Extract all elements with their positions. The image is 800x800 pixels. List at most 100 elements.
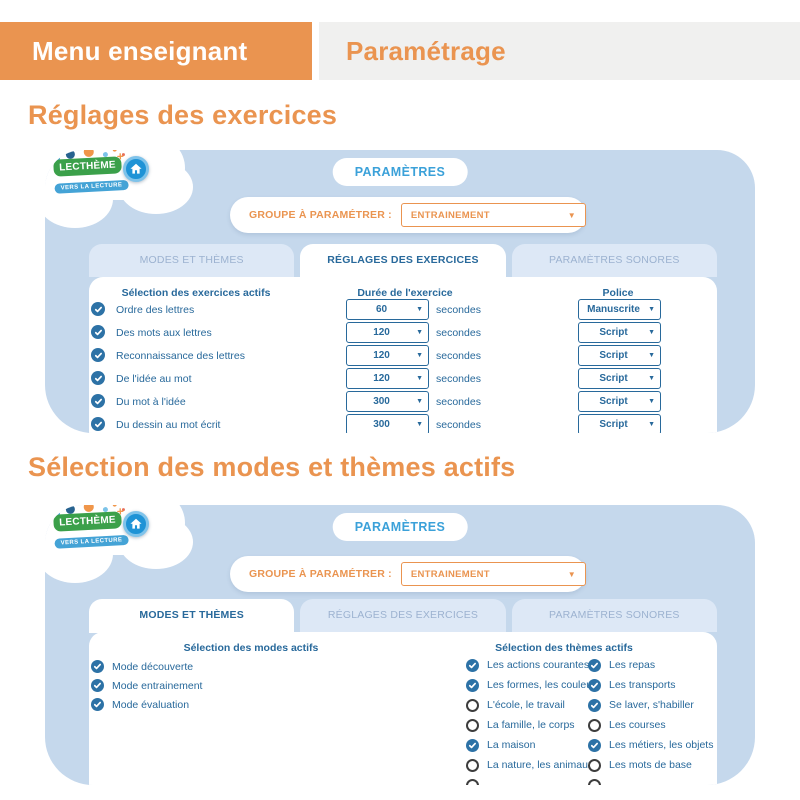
checkbox-checked-icon[interactable] bbox=[91, 417, 105, 431]
logo-title: LECTHÈME+ bbox=[53, 150, 124, 177]
font-select[interactable]: Script ▼ bbox=[578, 322, 661, 343]
checkbox-label: La nature, les animaux bbox=[487, 759, 594, 771]
group-selector: GROUPE À PARAMÉTRER : ENTRAINEMENT ▼ bbox=[230, 197, 586, 233]
tab-menu-enseignant[interactable]: Menu enseignant bbox=[0, 22, 312, 80]
checkbox-checked-icon[interactable] bbox=[91, 371, 105, 385]
home-button[interactable] bbox=[123, 511, 149, 537]
checkbox-checked-icon[interactable] bbox=[466, 658, 479, 672]
checkbox-unchecked-icon[interactable] bbox=[588, 718, 601, 732]
checkbox-label: Les métiers, les objets bbox=[609, 739, 714, 751]
group-select-value: ENTRAINEMENT bbox=[410, 209, 490, 221]
logo-title: LECTHÈME+ bbox=[53, 505, 124, 532]
checkbox-label: Les repas bbox=[609, 659, 656, 671]
checkbox-label: Mode découverte bbox=[112, 660, 194, 673]
group-selector: GROUPE À PARAMÉTRER : ENTRAINEMENT ▼ bbox=[230, 556, 586, 592]
checkbox-item[interactable]: Mode découverte bbox=[91, 657, 202, 676]
checkbox-label: L'école, le travail bbox=[487, 699, 565, 711]
logo-plus: + bbox=[116, 150, 125, 164]
checkbox-item[interactable]: Mode évaluation bbox=[91, 695, 202, 714]
exercise-row: Ordre des lettres 60 ▼ secondes Manuscri… bbox=[89, 298, 717, 321]
checkbox-checked-icon[interactable] bbox=[91, 325, 105, 339]
font-select[interactable]: Script ▼ bbox=[578, 345, 661, 366]
checkbox-item[interactable]: Les mots de base bbox=[588, 755, 713, 775]
font-select[interactable]: Script ▼ bbox=[578, 368, 661, 389]
checkbox-checked-icon[interactable] bbox=[91, 302, 105, 316]
exercise-row: Du mot à l'idée 300 ▼ secondes Script ▼ bbox=[89, 390, 717, 413]
duration-value: 300 bbox=[373, 396, 390, 407]
checkbox-checked-icon[interactable] bbox=[91, 348, 105, 362]
checkbox-label: Mode évaluation bbox=[112, 698, 190, 711]
checkbox-unchecked-icon[interactable] bbox=[588, 758, 601, 772]
seconds-label: secondes bbox=[436, 373, 481, 385]
checkbox-item[interactable]: Se laver, s'habiller bbox=[588, 695, 713, 715]
checkbox-checked-icon[interactable] bbox=[588, 698, 601, 712]
exercise-label: Reconnaissance des lettres bbox=[116, 350, 245, 362]
checkbox-item[interactable]: Les actions courantes bbox=[466, 655, 601, 675]
column-header-exercises: Sélection des exercices actifs bbox=[121, 287, 271, 299]
checkbox-checked-icon[interactable] bbox=[588, 658, 601, 672]
exercises-card: Sélection des exercices actifs Durée de … bbox=[89, 277, 717, 433]
checkbox-checked-icon[interactable] bbox=[466, 678, 479, 692]
checkbox-item[interactable]: La nature, les animaux bbox=[466, 755, 601, 775]
checkbox-checked-icon[interactable] bbox=[91, 679, 104, 692]
checkbox-item[interactable]: Les métiers, les objets bbox=[588, 735, 713, 755]
chevron-down-icon: ▼ bbox=[648, 421, 655, 428]
checkbox-checked-icon[interactable] bbox=[91, 698, 104, 711]
chevron-down-icon: ▼ bbox=[648, 329, 655, 336]
checkbox-unchecked-icon[interactable] bbox=[466, 758, 479, 772]
duration-select[interactable]: 300 ▼ bbox=[346, 414, 429, 433]
checkbox-item[interactable]: Mode entrainement bbox=[91, 676, 202, 695]
checkbox-item-partial[interactable] bbox=[588, 775, 713, 785]
checkbox-label: La maison bbox=[487, 739, 536, 751]
checkbox-label: Se laver, s'habiller bbox=[609, 699, 694, 711]
exercise-label: De l'idée au mot bbox=[116, 373, 192, 385]
checkbox-checked-icon[interactable] bbox=[588, 678, 601, 692]
seconds-label: secondes bbox=[436, 350, 481, 362]
exercise-label: Des mots aux lettres bbox=[116, 327, 212, 339]
checkbox-item[interactable]: Les repas bbox=[588, 655, 713, 675]
chevron-down-icon: ▼ bbox=[416, 398, 423, 405]
checkbox-checked-icon[interactable] bbox=[588, 738, 601, 752]
font-select[interactable]: Script ▼ bbox=[578, 414, 661, 433]
app-tab-1[interactable]: RÉGLAGES DES EXERCICES bbox=[300, 599, 506, 632]
checkbox-checked-icon[interactable] bbox=[91, 660, 104, 673]
checkbox-checked-icon[interactable] bbox=[466, 738, 479, 752]
app-tab-1[interactable]: RÉGLAGES DES EXERCICES bbox=[300, 244, 506, 278]
checkbox-item[interactable]: Les transports bbox=[588, 675, 713, 695]
checkbox-label: Mode entrainement bbox=[112, 679, 203, 692]
group-select[interactable]: ENTRAINEMENT ▼ bbox=[400, 562, 586, 586]
font-select[interactable]: Manuscrite ▼ bbox=[578, 299, 661, 320]
app-tab-0[interactable]: MODES ET THÈMES bbox=[89, 599, 295, 633]
checkbox-unchecked-icon[interactable] bbox=[466, 718, 479, 732]
app-tab-2[interactable]: PARAMÈTRES SONORES bbox=[511, 599, 717, 632]
font-select[interactable]: Script ▼ bbox=[578, 391, 661, 412]
themes-list-col2: Les repas Les transports Se laver, s'hab… bbox=[588, 655, 713, 785]
column-header-font: Police bbox=[602, 287, 634, 299]
checkbox-item[interactable]: L'école, le travail bbox=[466, 695, 601, 715]
duration-select[interactable]: 120 ▼ bbox=[346, 368, 429, 389]
duration-select[interactable]: 60 ▼ bbox=[346, 299, 429, 320]
app-tab-2[interactable]: PARAMÈTRES SONORES bbox=[511, 244, 717, 277]
chevron-down-icon: ▼ bbox=[416, 352, 423, 359]
checkbox-unchecked-icon[interactable] bbox=[466, 698, 479, 712]
checkbox-item[interactable]: La maison bbox=[466, 735, 601, 755]
checkbox-item[interactable]: Les formes, les couleurs bbox=[466, 675, 601, 695]
checkbox-unchecked-icon[interactable] bbox=[588, 778, 601, 785]
checkbox-item-partial[interactable] bbox=[466, 775, 601, 785]
checkbox-item[interactable]: La famille, le corps bbox=[466, 715, 601, 735]
app-tab-0[interactable]: MODES ET THÈMES bbox=[89, 244, 295, 277]
parametres-title: PARAMÈTRES bbox=[332, 158, 468, 186]
checkbox-label: Les actions courantes bbox=[487, 659, 590, 671]
checkbox-unchecked-icon[interactable] bbox=[466, 778, 479, 785]
duration-select[interactable]: 120 ▼ bbox=[346, 322, 429, 343]
group-select[interactable]: ENTRAINEMENT ▼ bbox=[400, 203, 586, 227]
group-label: GROUPE À PARAMÉTRER : bbox=[249, 209, 392, 221]
checkbox-label: Les formes, les couleurs bbox=[487, 679, 601, 691]
logo-plus: + bbox=[116, 505, 125, 519]
tab-parametrage[interactable]: Paramétrage bbox=[319, 22, 800, 80]
home-button[interactable] bbox=[123, 156, 149, 182]
duration-select[interactable]: 120 ▼ bbox=[346, 345, 429, 366]
checkbox-checked-icon[interactable] bbox=[91, 394, 105, 408]
checkbox-item[interactable]: Les courses bbox=[588, 715, 713, 735]
duration-select[interactable]: 300 ▼ bbox=[346, 391, 429, 412]
